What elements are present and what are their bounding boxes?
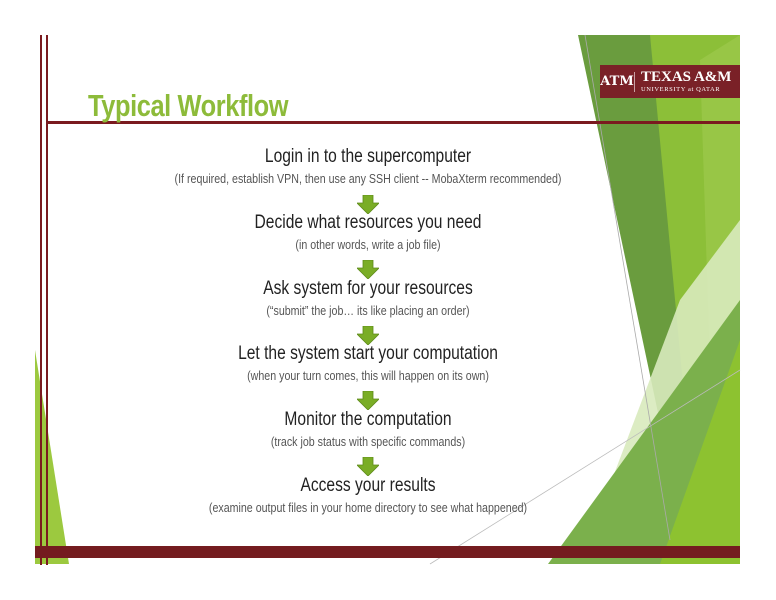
workflow-step: Login in to the supercomputer (If requir…: [0, 146, 736, 186]
step-description: (when your turn comes, this will happen …: [247, 368, 489, 383]
logo-mark: ATM: [600, 71, 635, 92]
thin-line: [429, 369, 741, 565]
down-arrow-icon: [357, 260, 379, 279]
workflow-step: Ask system for your resources (“submit” …: [0, 278, 736, 318]
university-logo: ATM TEXAS A&M UNIVERSITY at QATAR: [600, 65, 740, 98]
down-arrow-icon: [357, 326, 379, 345]
step-title: Ask system for your resources: [263, 278, 473, 299]
workflow-step: Access your results (examine output file…: [0, 475, 736, 515]
step-description: (“submit” the job… its like placing an o…: [266, 303, 470, 318]
step-title: Login in to the supercomputer: [264, 146, 472, 167]
step-description: (If required, establish VPN, then use an…: [174, 171, 562, 186]
step-title: Access your results: [300, 475, 436, 496]
left-rule: [46, 35, 48, 565]
step-description: (examine output files in your home direc…: [208, 500, 528, 515]
workflow-step: Decide what resources you need (in other…: [0, 212, 736, 252]
down-arrow-icon: [357, 195, 379, 214]
logo-name: TEXAS A&M: [641, 68, 732, 85]
workflow-step: Monitor the computation (track job statu…: [0, 409, 736, 449]
green-shape-lime: [660, 340, 740, 564]
thin-line: [584, 34, 671, 541]
slide-title: Typical Workflow: [88, 88, 289, 123]
step-title: Monitor the computation: [284, 409, 452, 430]
workflow-step: Let the system start your computation (w…: [0, 343, 736, 383]
down-arrow-icon: [357, 391, 379, 410]
title-underline: [46, 121, 740, 124]
step-description: (in other words, write a job file): [295, 237, 441, 252]
footer-bar: [35, 546, 740, 558]
down-arrow-icon: [357, 457, 379, 476]
left-rule: [40, 35, 42, 565]
step-description: (track job status with specific commands…: [270, 434, 466, 449]
step-title: Let the system start your computation: [238, 343, 498, 364]
step-title: Decide what resources you need: [254, 212, 482, 233]
logo-subtitle: UNIVERSITY at QATAR: [641, 85, 721, 93]
green-triangle-left: [35, 350, 69, 564]
